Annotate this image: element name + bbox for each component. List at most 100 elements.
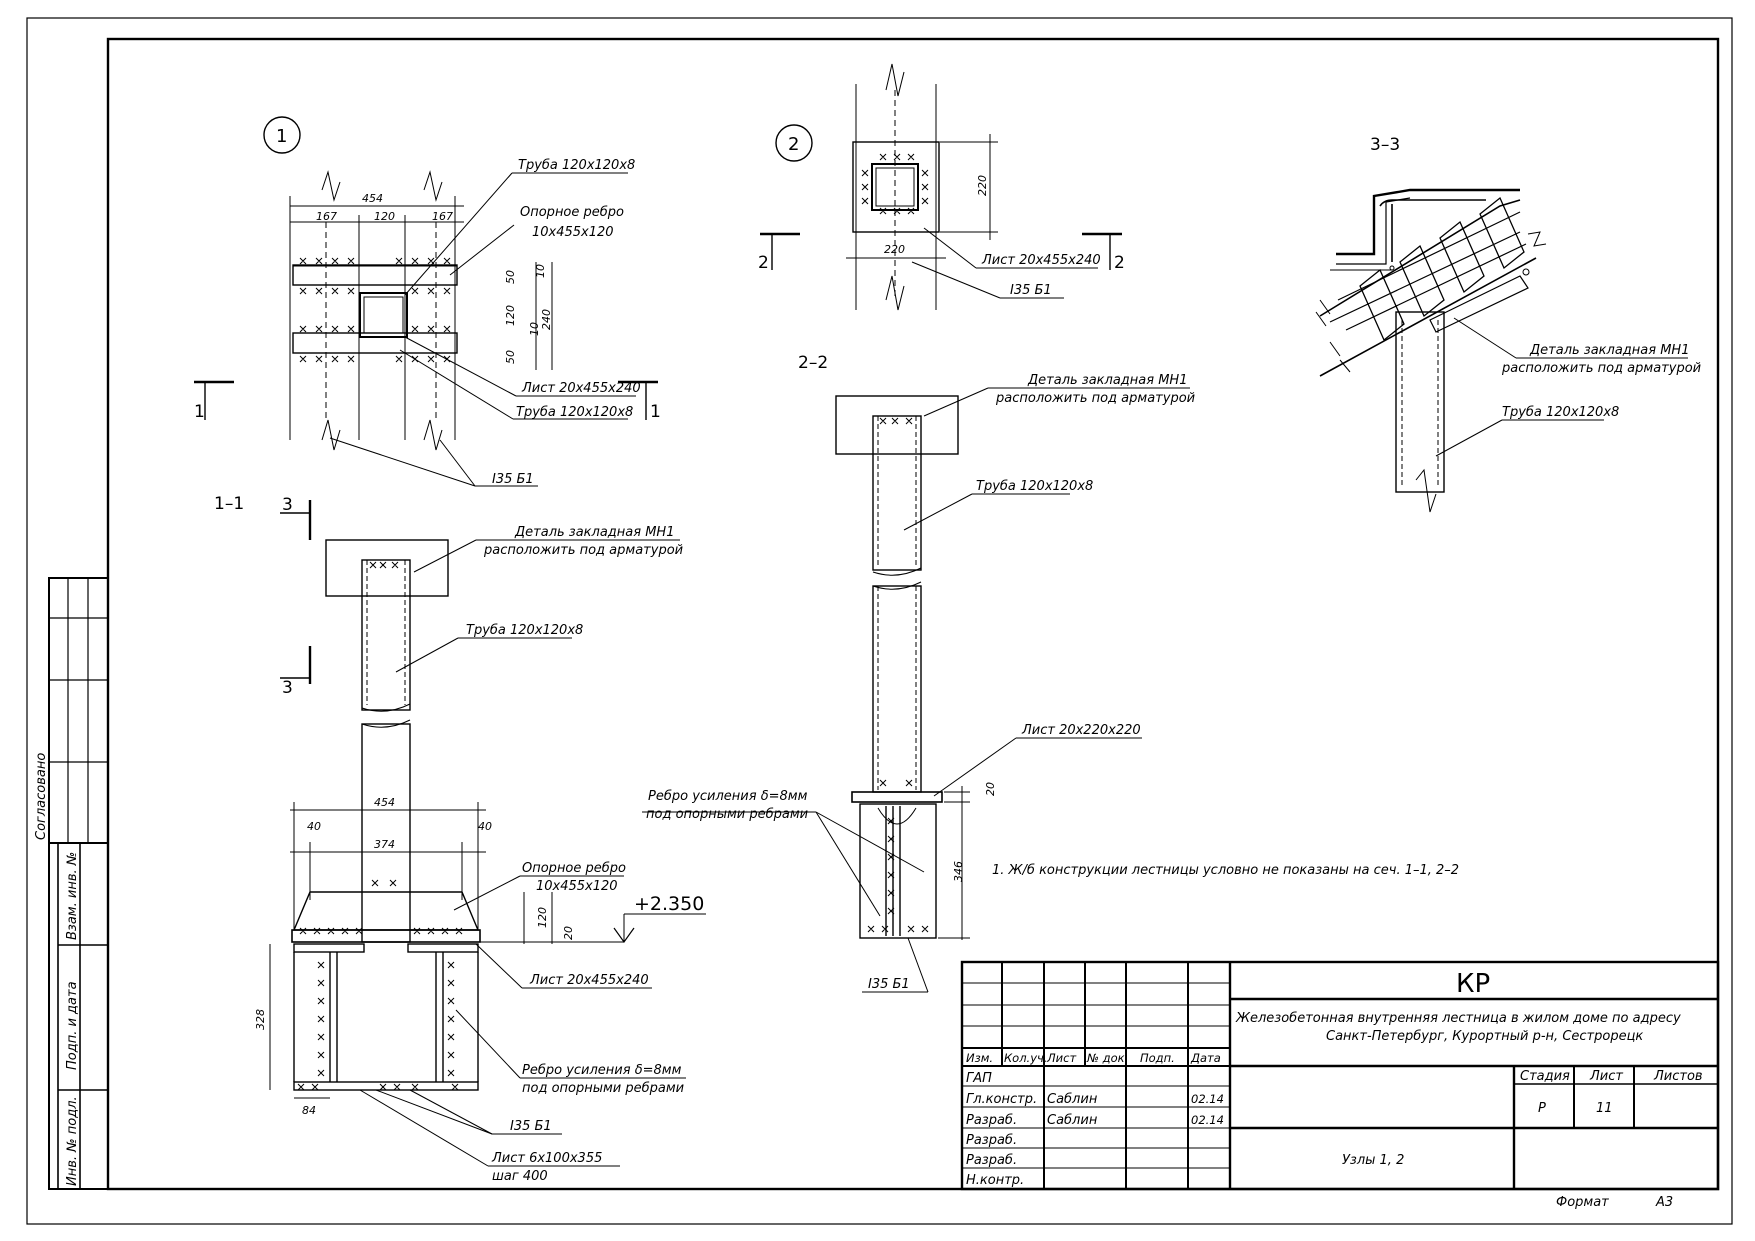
section-1-1-dim-40b: 40 (478, 820, 492, 833)
node-2-cut-left: 2 (758, 253, 769, 273)
section-2-2-embed-line1: Деталь закладная МН1 (1027, 373, 1187, 388)
node-1-label-pipe-top: Труба 120х120х8 (518, 158, 635, 173)
node-2-dim-220-h: 220 (884, 243, 905, 256)
section-1-1-cut-bottom: 3 (282, 678, 293, 698)
node-1-cut-left: 1 (194, 402, 205, 422)
title-block-format-label: Формат (1556, 1195, 1609, 1210)
title-block-header-5: Дата (1190, 1051, 1221, 1065)
section-2-2-sheet: Лист 20х220х220 (1021, 723, 1141, 738)
title-block-stage: Р (1538, 1101, 1546, 1116)
title-block-drawing-name: Узлы 1, 2 (1342, 1153, 1404, 1168)
section-1-1-dim-40a: 40 (307, 820, 321, 833)
node-1-dim-right: 167 (432, 210, 453, 223)
title-block-date-2: 02.14 (1191, 1113, 1224, 1127)
section-2-2-dim-346: 346 (952, 861, 965, 882)
title-block-name-2: Саблин (1047, 1113, 1098, 1128)
section-3-3: 3–3 (1315, 135, 1701, 513)
section-2-2-embed-line2: расположить под арматурой (995, 391, 1195, 406)
section-1-1-rib-line2: 10х455х120 (536, 879, 618, 894)
title-block-header-0: Изм. (966, 1051, 993, 1065)
node-1-label-pipe-bottom: Труба 120х120х8 (516, 405, 633, 420)
section-2-2-title: 2–2 (798, 353, 828, 373)
section-3-3-title: 3–3 (1370, 135, 1400, 155)
section-1-1-cut-top: 3 (282, 495, 293, 515)
side-stamp-sign-date: Подп. и дата (65, 981, 80, 1070)
section-2-2-beam: I35 Б1 (868, 977, 910, 992)
section-2-2-pipe: Труба 120х120х8 (976, 479, 1093, 494)
title-block-sheet-no: 11 (1596, 1101, 1613, 1116)
title-block-date-1: 02.14 (1191, 1092, 1224, 1106)
title-block-role-1: Гл.констр. (966, 1092, 1037, 1107)
title-block-name-1: Саблин (1047, 1092, 1098, 1107)
section-1-1-title: 1–1 (214, 494, 244, 514)
node-1-dim-total: 454 (362, 192, 383, 205)
side-stamp-inv-orig: Инв. № подл. (65, 1096, 80, 1186)
title-block-title-line1: Железобетонная внутренняя лестница в жил… (1235, 1011, 1681, 1026)
node-1-dim-120: 120 (504, 305, 517, 326)
section-3-3-embed-line2: расположить под арматурой (1501, 361, 1701, 376)
section-2-2-stiff-line1: Ребро усиления δ=8мм (648, 789, 808, 804)
section-1-1-sheet2-line1: Лист 6х100х355 (491, 1151, 602, 1166)
title-block-header-1: Кол.уч. (1004, 1051, 1047, 1065)
title-block-header-3: № док. (1086, 1051, 1128, 1065)
section-1-1-dim-374: 374 (374, 838, 395, 851)
node-1-label-rib-line2: 10х455х120 (532, 225, 614, 240)
node-2-cut-right: 2 (1114, 253, 1125, 273)
section-1-1: 1–1 3 3 454 40 374 40 (214, 494, 706, 1184)
section-1-1-dim-328: 328 (254, 1009, 267, 1030)
node-1-dim-240: 240 (540, 309, 553, 330)
node-1-dim-10b: 10 (528, 322, 541, 336)
node-1-dim-left: 167 (316, 210, 337, 223)
section-1-1-level: +2.350 (634, 893, 704, 915)
node-1-marker: 1 (276, 126, 287, 147)
node-1-dim-50a: 50 (504, 270, 517, 284)
section-3-3-pipe: Труба 120х120х8 (1502, 405, 1619, 420)
section-3-3-embed-line1: Деталь закладная МН1 (1529, 343, 1689, 358)
node-1-plan: 1 454 167 120 167 (194, 116, 661, 487)
section-1-1-dim-454: 454 (374, 796, 395, 809)
title-block-role-0: ГАП (966, 1071, 992, 1086)
section-2-2: 2–2 20 346 (642, 353, 1195, 993)
title-block-code: КР (1456, 969, 1490, 999)
title-block-header-4: Подп. (1140, 1051, 1175, 1065)
general-note: 1. Ж/б конструкции лестницы условно не п… (992, 863, 1459, 878)
title-block-sheet-header: Лист (1589, 1069, 1623, 1084)
title-block: КР Железобетонная внутренняя лестница в … (960, 960, 1720, 1210)
section-1-1-embed-line1: Деталь закладная МН1 (514, 525, 674, 540)
section-2-2-stiff-line2: под опорными ребрами (646, 807, 808, 822)
title-block-format-value: А3 (1655, 1195, 1673, 1210)
section-1-1-dim-84: 84 (302, 1104, 316, 1117)
side-stamp: Согласовано Взам. инв. № Подп. и дата Ин… (34, 577, 109, 1190)
title-block-role-3: Разраб. (966, 1133, 1017, 1148)
title-block-title-line2: Санкт-Петербург, Курортный р-н, Сестроре… (1326, 1029, 1643, 1044)
section-1-1-dim-20: 20 (562, 926, 575, 940)
section-2-2-dim-20: 20 (984, 782, 997, 796)
node-1-dim-10a: 10 (534, 264, 547, 278)
node-1-label-beam: I35 Б1 (492, 472, 534, 487)
title-block-stage-header: Стадия (1520, 1069, 1570, 1084)
node-2-label-sheet: Лист 20х455х240 (981, 253, 1101, 268)
title-block-role-5: Н.контр. (966, 1173, 1024, 1188)
section-1-1-beam: I35 Б1 (510, 1119, 552, 1134)
section-1-1-dim-120: 120 (536, 907, 549, 928)
node-2-plan: 2 220 220 2 2 Лист 20х455х240 I35 (758, 63, 1125, 311)
title-block-sheets-header: Листов (1653, 1069, 1703, 1084)
section-1-1-rib-line1: Опорное ребро (522, 861, 626, 876)
section-1-1-sheet2-line2: шаг 400 (492, 1169, 548, 1184)
section-1-1-pipe: Труба 120х120х8 (466, 623, 583, 638)
node-1-dim-mid: 120 (374, 210, 395, 223)
node-1-label-sheet: Лист 20х455х240 (521, 381, 641, 396)
node-2-label-beam: I35 Б1 (1010, 283, 1052, 298)
node-1-welds (299, 257, 451, 363)
section-1-1-stiff-line2: под опорными ребрами (522, 1081, 684, 1096)
node-1-label-rib-line1: Опорное ребро (520, 205, 624, 220)
title-block-role-4: Разраб. (966, 1153, 1017, 1168)
title-block-header-2: Лист (1046, 1051, 1076, 1065)
title-block-role-2: Разраб. (966, 1113, 1017, 1128)
node-1-cut-right: 1 (650, 402, 661, 422)
section-1-1-stiff-line1: Ребро усиления δ=8мм (522, 1063, 682, 1078)
node-1-dim-50b: 50 (504, 350, 517, 364)
section-1-1-embed-line2: расположить под арматурой (483, 543, 683, 558)
section-1-1-sheet: Лист 20х455х240 (529, 973, 649, 988)
